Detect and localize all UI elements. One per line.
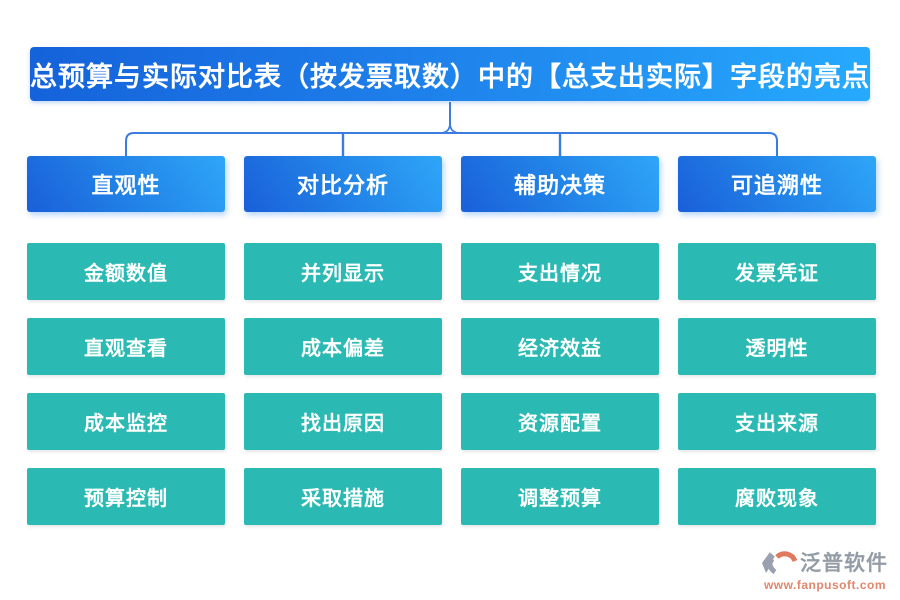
item-box: 资源配置 [461, 393, 659, 450]
item-box: 金额数值 [27, 243, 225, 300]
item-box: 腐败现象 [678, 468, 876, 525]
item-box: 并列显示 [244, 243, 442, 300]
item-box: 成本监控 [27, 393, 225, 450]
item-box: 直观查看 [27, 318, 225, 375]
connector-lines [125, 102, 778, 157]
column-header: 对比分析 [244, 156, 442, 212]
item-box: 调整预算 [461, 468, 659, 525]
diagram-column: 直观性 金额数值直观查看成本监控预算控制 [27, 156, 225, 525]
item-box: 支出情况 [461, 243, 659, 300]
item-box: 预算控制 [27, 468, 225, 525]
item-box: 经济效益 [461, 318, 659, 375]
footer-logo: 泛普软件 www.fanpusoft.com [761, 547, 888, 592]
logo-row: 泛普软件 [761, 547, 888, 577]
column-header: 辅助决策 [461, 156, 659, 212]
fanpu-logo-icon [762, 551, 797, 575]
diagram-column: 可追溯性 发票凭证透明性支出来源腐败现象 [678, 156, 876, 525]
diagram-column: 对比分析 并列显示成本偏差找出原因采取措施 [244, 156, 442, 525]
column-header: 直观性 [27, 156, 225, 212]
item-box: 采取措施 [244, 468, 442, 525]
logo-name: 泛普软件 [800, 552, 888, 575]
item-box: 支出来源 [678, 393, 876, 450]
logo-url: www.fanpusoft.com [763, 578, 886, 592]
item-box: 透明性 [678, 318, 876, 375]
item-box: 找出原因 [244, 393, 442, 450]
item-box: 发票凭证 [678, 243, 876, 300]
column-header: 可追溯性 [678, 156, 876, 212]
item-box: 成本偏差 [244, 318, 442, 375]
diagram-title: 总预算与实际对比表（按发票取数）中的【总支出实际】字段的亮点 [30, 47, 870, 101]
columns: 直观性 金额数值直观查看成本监控预算控制 对比分析 并列显示成本偏差找出原因采取… [27, 156, 876, 525]
diagram-column: 辅助决策 支出情况经济效益资源配置调整预算 [461, 156, 659, 525]
